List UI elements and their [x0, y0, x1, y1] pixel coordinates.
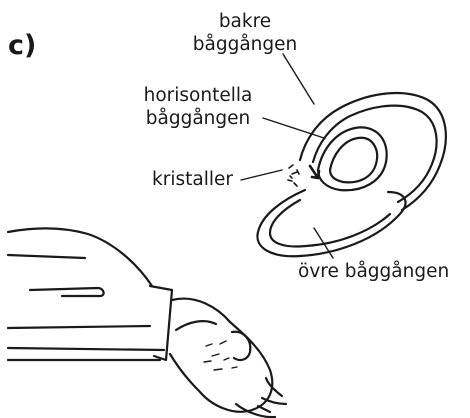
crystals-label: kristaller — [152, 168, 233, 191]
posterior-canal-label-line1: bakre — [186, 10, 304, 33]
superior-canal-label: övre båggången — [298, 260, 449, 283]
crystals-icon — [288, 165, 319, 186]
posterior-canal-label: bakre båggången — [186, 10, 304, 56]
panel-label: c) — [8, 30, 36, 61]
posterior-canal-label-line2: båggången — [186, 33, 304, 56]
superior-canal — [257, 190, 405, 256]
horizontal-canal-label-line2: båggången — [132, 107, 264, 130]
semicircular-canals — [257, 93, 445, 256]
horizontal-canal-label: horisontella båggången — [132, 84, 264, 130]
horizontal-canal-label-line1: horisontella — [132, 84, 264, 107]
reclined-head-icon — [8, 229, 286, 418]
